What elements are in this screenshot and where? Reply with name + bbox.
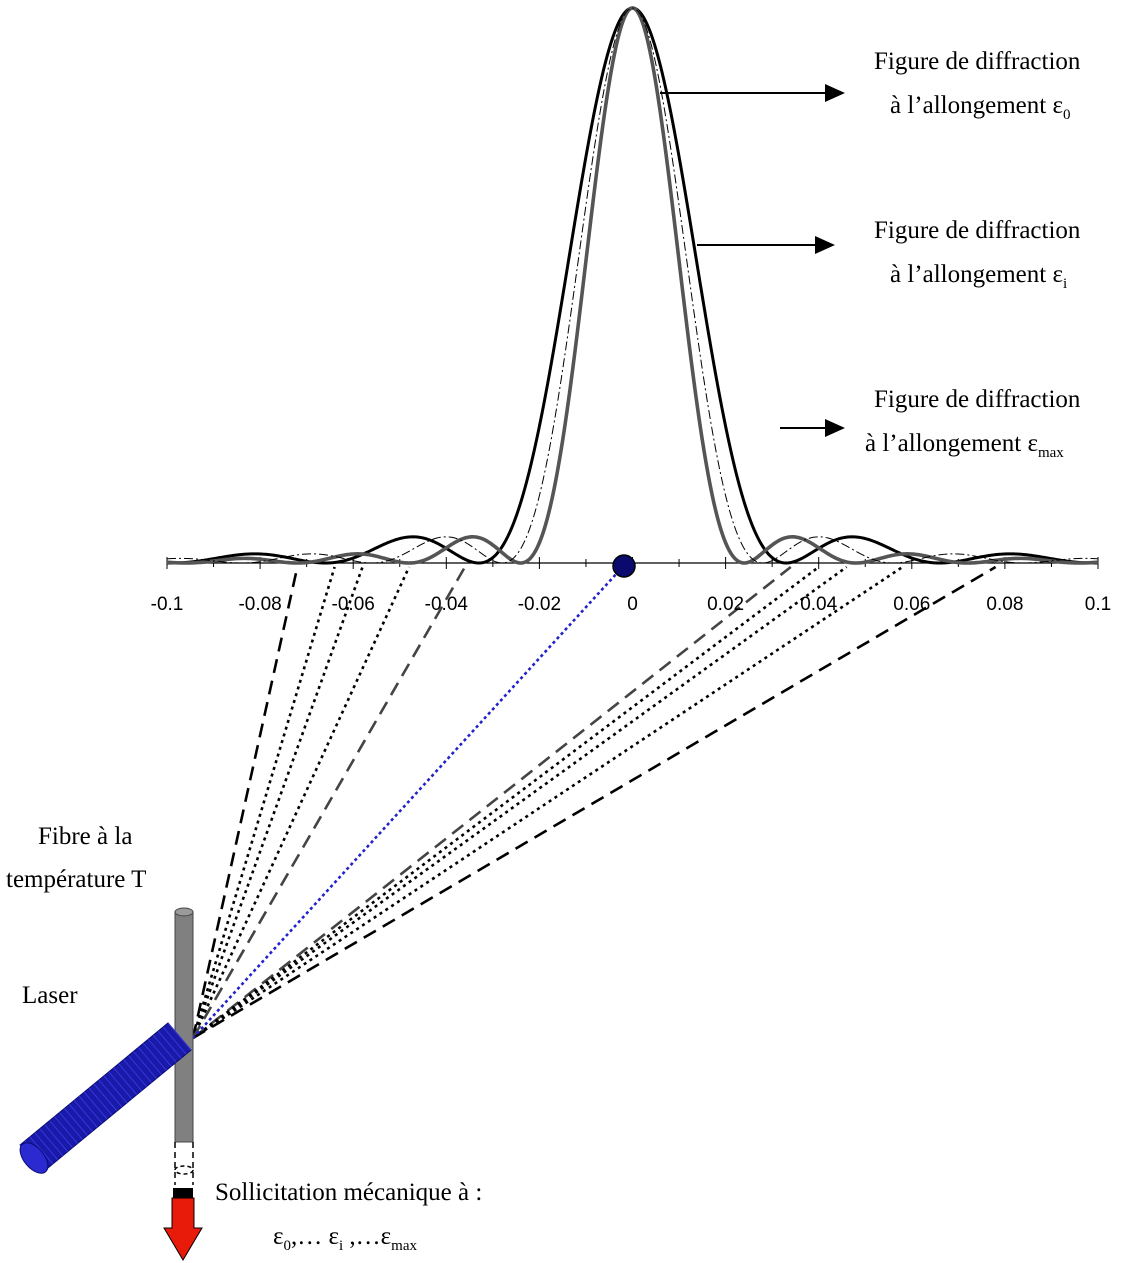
sollicitation-label-line2: ε0,… εi ,…εmax [273,1223,417,1254]
caption-eps0-line2: à l’allongement ε0 [890,92,1070,123]
laser-stripe [167,1022,192,1051]
laser-stripe [83,1091,108,1120]
fibre-top [174,907,194,917]
x-tick-label: 0.1 [1085,594,1111,615]
diffraction-ray [191,566,364,1039]
laser-stripe [78,1095,103,1124]
laser-stripe [49,1120,73,1148]
x-tick-label: 0.08 [986,594,1023,615]
x-tick-label: 0.02 [707,594,744,615]
x-tick-label: -0.02 [518,594,561,615]
diffraction-ray [192,565,904,1040]
laser-stripe [118,1063,143,1091]
laser-stripe [138,1047,162,1075]
diffraction-curves [166,6,1099,565]
laser-stripe [128,1055,152,1083]
fibre-label-line2: température T [6,866,146,893]
laser-stripe [162,1026,187,1055]
curve-annotations: Figure de diffraction à l’allongement ε0… [660,48,1081,461]
diffraction-rays [191,565,997,1040]
fibre-body [174,911,194,1143]
laser-stripe [133,1051,157,1079]
laser-stripe [98,1079,123,1108]
caption-eps0-line1: Figure de diffraction [874,48,1081,75]
force-arrow [163,1188,203,1261]
force-arrow-shape [163,1197,203,1261]
annotation-epsi: Figure de diffraction à l’allongement εi [697,217,1081,292]
central-ray [192,571,619,1039]
laser-stripe [54,1116,78,1144]
x-axis-tick-labels: -0.1 -0.08 -0.06 -0.04 -0.02 0 0.02 0.04 0.06 0.0… [151,594,1112,615]
x-tick-label: -0.06 [332,594,375,615]
caption-epsmax-line1: Figure de diffraction [874,386,1081,413]
laser [19,1022,192,1174]
caption-epsi-line2: à l’allongement εi [890,261,1067,292]
annotation-eps0: Figure de diffraction à l’allongement ε0 [660,48,1081,123]
laser-stripe [152,1034,177,1063]
laser-stripe [142,1043,167,1071]
diffraction-ray [192,565,820,1040]
diffraction-ray [191,566,336,1039]
laser-stripe [59,1112,83,1140]
laser-stripe [88,1087,113,1116]
fibre-extension-ring [174,1165,194,1175]
diffraction-chart: -0.1 -0.08 -0.06 -0.04 -0.02 0 0.02 0.04 0.06 0.0… [151,6,1112,615]
x-tick-label: -0.1 [151,594,184,615]
diffraction-ray [191,566,411,1039]
laser-label: Laser [22,982,78,1009]
laser-end-cap [19,1142,49,1174]
laser-stripe [93,1083,118,1112]
diffraction-ray [192,565,792,1040]
x-tick-label: 0 [627,594,638,615]
laser-stripe [39,1128,64,1157]
x-tick-label: -0.08 [238,594,281,615]
arrowhead-epsi [815,236,835,254]
laser-stripe [108,1071,133,1100]
annotation-epsmax: Figure de diffraction à l’allongement εm… [780,386,1081,461]
laser-stripe [29,1136,54,1165]
diffraction-ray [192,565,997,1040]
laser-stripe [157,1030,182,1059]
laser-stripe [123,1059,147,1087]
diffraction-ray [192,565,848,1040]
laser-stripe [68,1104,93,1132]
laser-stripe [147,1038,172,1067]
fibre-label-line1: Fibre à la [38,823,132,850]
arrowhead-epsmax [825,419,845,437]
caption-epsi-line1: Figure de diffraction [874,217,1081,244]
laser-stripe [113,1067,138,1096]
laser-stripe [64,1108,88,1136]
caption-epsmax-line2: à l’allongement εmax [865,430,1064,461]
laser-stripe [44,1124,69,1152]
force-arrow-grip [173,1188,193,1198]
diffraction-curve-2 [166,7,1099,564]
laser-stripe [73,1099,98,1128]
x-tick-label: -0.04 [425,594,469,615]
x-tick-label: 0.06 [893,594,930,615]
diffraction-ray [191,566,299,1039]
x-tick-label: 0.04 [800,594,837,615]
fibre [174,907,194,1185]
diffraction-ray [191,566,467,1039]
sollicitation-label-line1: Sollicitation mécanique à : [215,1179,482,1206]
center-spot [612,554,636,578]
laser-stripe [103,1075,128,1104]
arrowhead-eps0 [825,84,845,102]
laser-stripe [34,1132,59,1161]
